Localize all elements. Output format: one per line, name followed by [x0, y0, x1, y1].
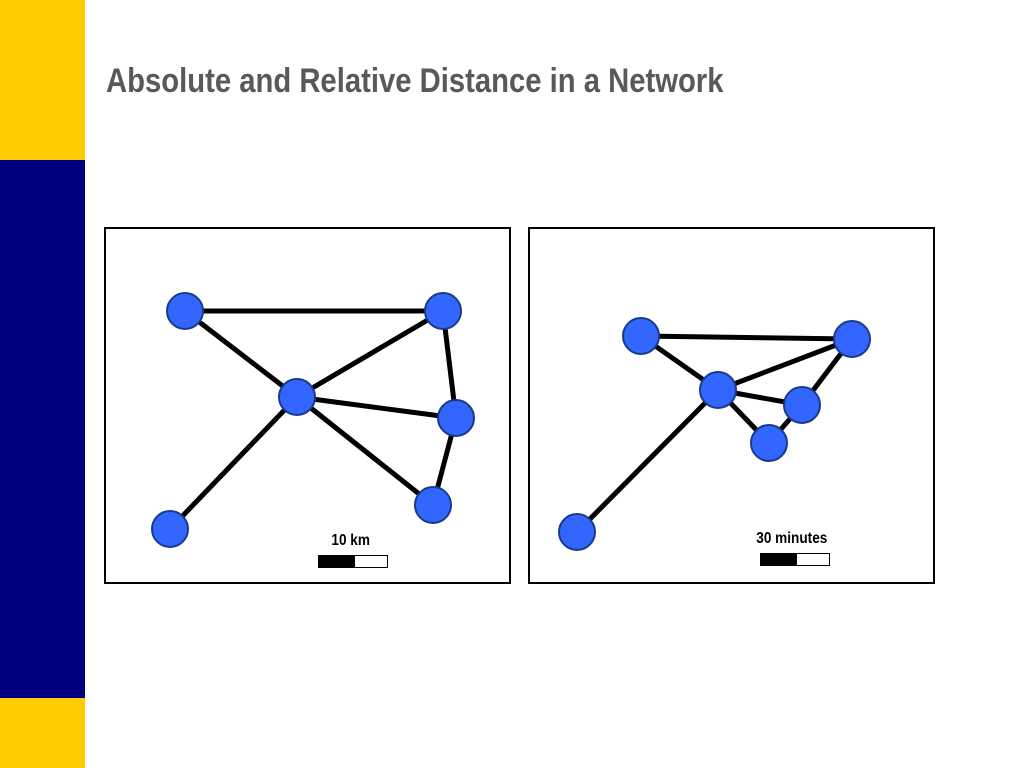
network-edge [640, 333, 853, 342]
scale-bar-relative [760, 553, 830, 566]
network-edge [183, 309, 299, 399]
network-edge [295, 395, 435, 507]
scale-bar-absolute [318, 555, 388, 568]
sidebar-yellow-top [0, 0, 85, 160]
network-node [699, 371, 737, 409]
scale-label-absolute: 10 km [331, 532, 370, 549]
slide-title: Absolute and Relative Distance in a Netw… [106, 62, 724, 100]
absolute-distance-panel: 10 km [104, 227, 511, 584]
network-edge [575, 388, 720, 534]
network-edge [295, 308, 445, 400]
network-node [278, 378, 316, 416]
network-node [166, 292, 204, 330]
sidebar-navy [0, 160, 85, 698]
network-edge [296, 394, 457, 421]
sidebar-yellow-bottom [0, 698, 85, 768]
relative-distance-panel: 30 minutes [528, 227, 935, 584]
network-node [833, 320, 871, 358]
network-node [437, 399, 475, 437]
network-node [750, 424, 788, 462]
network-diagram-absolute [151, 292, 475, 548]
network-node [151, 510, 189, 548]
scale-label-relative: 30 minutes [756, 530, 828, 547]
network-node [783, 386, 821, 424]
network-node [622, 317, 660, 355]
network-node [414, 486, 452, 524]
network-diagram-relative [558, 317, 871, 551]
network-node [558, 513, 596, 551]
network-node [424, 292, 462, 330]
network-edge [168, 395, 299, 531]
network-edge [717, 336, 853, 393]
